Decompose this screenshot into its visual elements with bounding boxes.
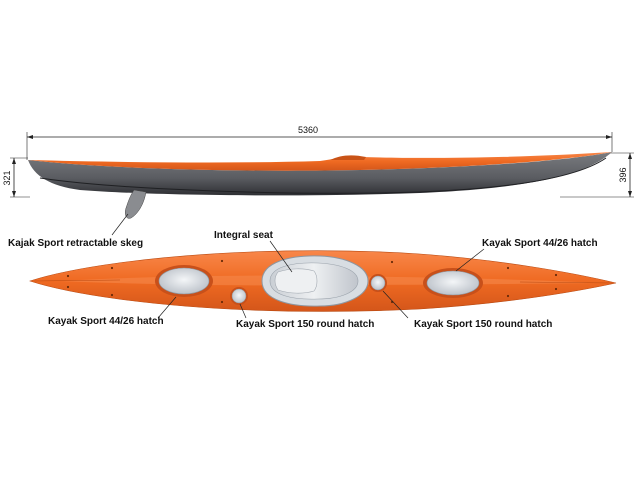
length-dimension: 5360 <box>26 125 613 160</box>
stern-height-dimension: 321 <box>2 157 30 198</box>
skeg-callout: Kajak Sport retractable skeg <box>8 213 143 249</box>
front-round-hatch <box>370 275 386 291</box>
skeg-label: Kajak Sport retractable skeg <box>8 238 143 249</box>
front-hatch-callout: Kayak Sport 44/26 hatch <box>455 238 598 272</box>
length-value: 5360 <box>298 125 318 135</box>
rear-hatch-label: Kayak Sport 44/26 hatch <box>48 316 164 327</box>
rear-round-hatch <box>231 288 247 304</box>
kayak-side-view <box>28 152 612 196</box>
front-hatch-label: Kayak Sport 44/26 hatch <box>482 238 598 249</box>
kayak-top-view <box>29 250 617 312</box>
rear-oval-hatch <box>158 267 210 295</box>
integral-seat <box>274 268 318 294</box>
integral-seat-label: Integral seat <box>214 230 274 241</box>
front-round-hatch-label: Kayak Sport 150 round hatch <box>414 319 552 330</box>
bow-height-value: 396 <box>618 167 628 182</box>
integral-seat-callout: Integral seat <box>214 230 293 273</box>
stern-height-value: 321 <box>2 170 12 185</box>
front-oval-hatch <box>426 270 480 296</box>
bow-height-dimension: 396 <box>560 152 634 198</box>
skeg <box>124 189 147 219</box>
rear-round-hatch-label: Kayak Sport 150 round hatch <box>236 319 374 330</box>
rear-round-hatch-callout: Kayak Sport 150 round hatch <box>236 303 374 330</box>
front-round-hatch-callout: Kayak Sport 150 round hatch <box>382 290 552 330</box>
rear-hatch-callout: Kayak Sport 44/26 hatch <box>48 296 177 327</box>
